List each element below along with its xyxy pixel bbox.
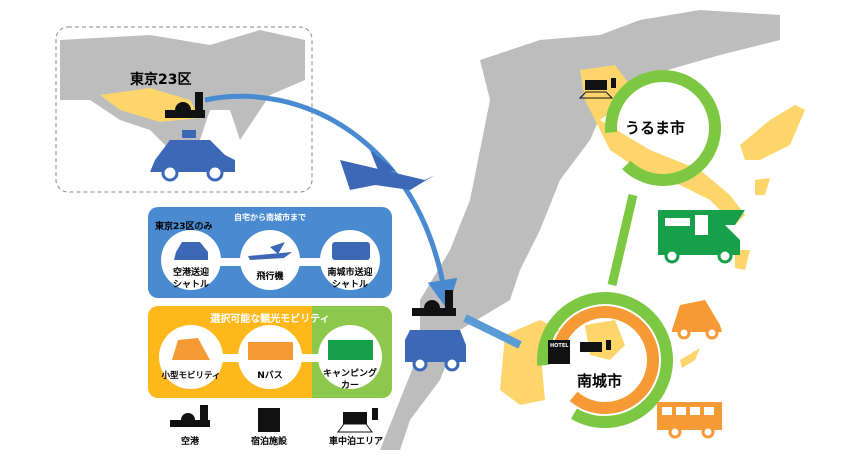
mobility-panel-title: 選択可能な観光モビリティ [210, 312, 329, 325]
nanjo-label: 南城市 [577, 372, 622, 390]
plane-icon [340, 150, 435, 190]
legend-camping-area: 車中泊エリア [329, 408, 383, 447]
svg-text:シャトル: シャトル [332, 279, 368, 290]
bus-icon [248, 342, 293, 360]
hotel-icon [258, 408, 280, 432]
flight-route-arrow [204, 93, 458, 310]
nanjo-hotel-icon: HOTEL [548, 340, 570, 364]
svg-text:キャンピング: キャンピング [323, 367, 377, 379]
svg-text:HOTEL: HOTEL [550, 343, 569, 349]
mobility-item-n-bus: Nバス [238, 325, 302, 389]
route-panel-note: 東京23区のみ [155, 220, 213, 232]
svg-text:カー: カー [341, 380, 359, 391]
legend: 空港 宿泊施設 車中泊エリア [170, 405, 383, 447]
svg-text:小型モビリティ: 小型モビリティ [161, 370, 221, 381]
n-bus-icon [657, 402, 722, 439]
svg-text:空港: 空港 [181, 435, 200, 447]
nanjo-outer-loop-arrow [537, 292, 674, 428]
plane-icon [248, 242, 292, 260]
small-mobility-icon [172, 338, 210, 360]
airport-nanjo-arrow [463, 314, 522, 349]
svg-text:宿泊施設: 宿泊施設 [251, 435, 288, 447]
bus-icon [332, 242, 370, 260]
camping-car-icon [328, 340, 373, 360]
svg-text:車中泊エリア: 車中泊エリア [329, 435, 383, 447]
uruma-area [580, 65, 745, 225]
camping-car-icon [658, 210, 745, 264]
route-panel-title: 自宅から南城市まで [234, 212, 306, 222]
tokyo-airport-icon [165, 92, 205, 118]
svg-text:南城市送迎: 南城市送迎 [327, 266, 372, 278]
uruma-nanjo-arrow [607, 193, 638, 287]
svg-text:飛行機: 飛行機 [255, 270, 283, 282]
taxi-icon [150, 130, 235, 182]
naha-airport-icon [412, 290, 456, 316]
svg-text:Nバス: Nバス [257, 370, 283, 381]
small-mobility-icon [672, 300, 722, 340]
uruma-camping-area-icon [578, 78, 616, 99]
tokyo-inset: 東京23区 [55, 26, 313, 193]
legend-hotel: 宿泊施設 [251, 408, 288, 447]
mobility-item-small: 小型モビリティ [159, 325, 223, 389]
tokyo-label: 東京23区 [130, 71, 191, 88]
taxi-icon [174, 242, 208, 260]
shuttle-bus-icon [405, 330, 466, 372]
svg-text:空港送迎: 空港送迎 [173, 266, 209, 278]
route-item-plane: 飛行機 [240, 230, 300, 290]
legend-airport: 空港 [170, 405, 210, 447]
svg-text:シャトル: シャトル [173, 279, 209, 290]
uruma-label: うるま市 [625, 119, 685, 137]
camping-area-icon [343, 412, 367, 424]
nanjo-camping-area-icon [580, 340, 611, 352]
